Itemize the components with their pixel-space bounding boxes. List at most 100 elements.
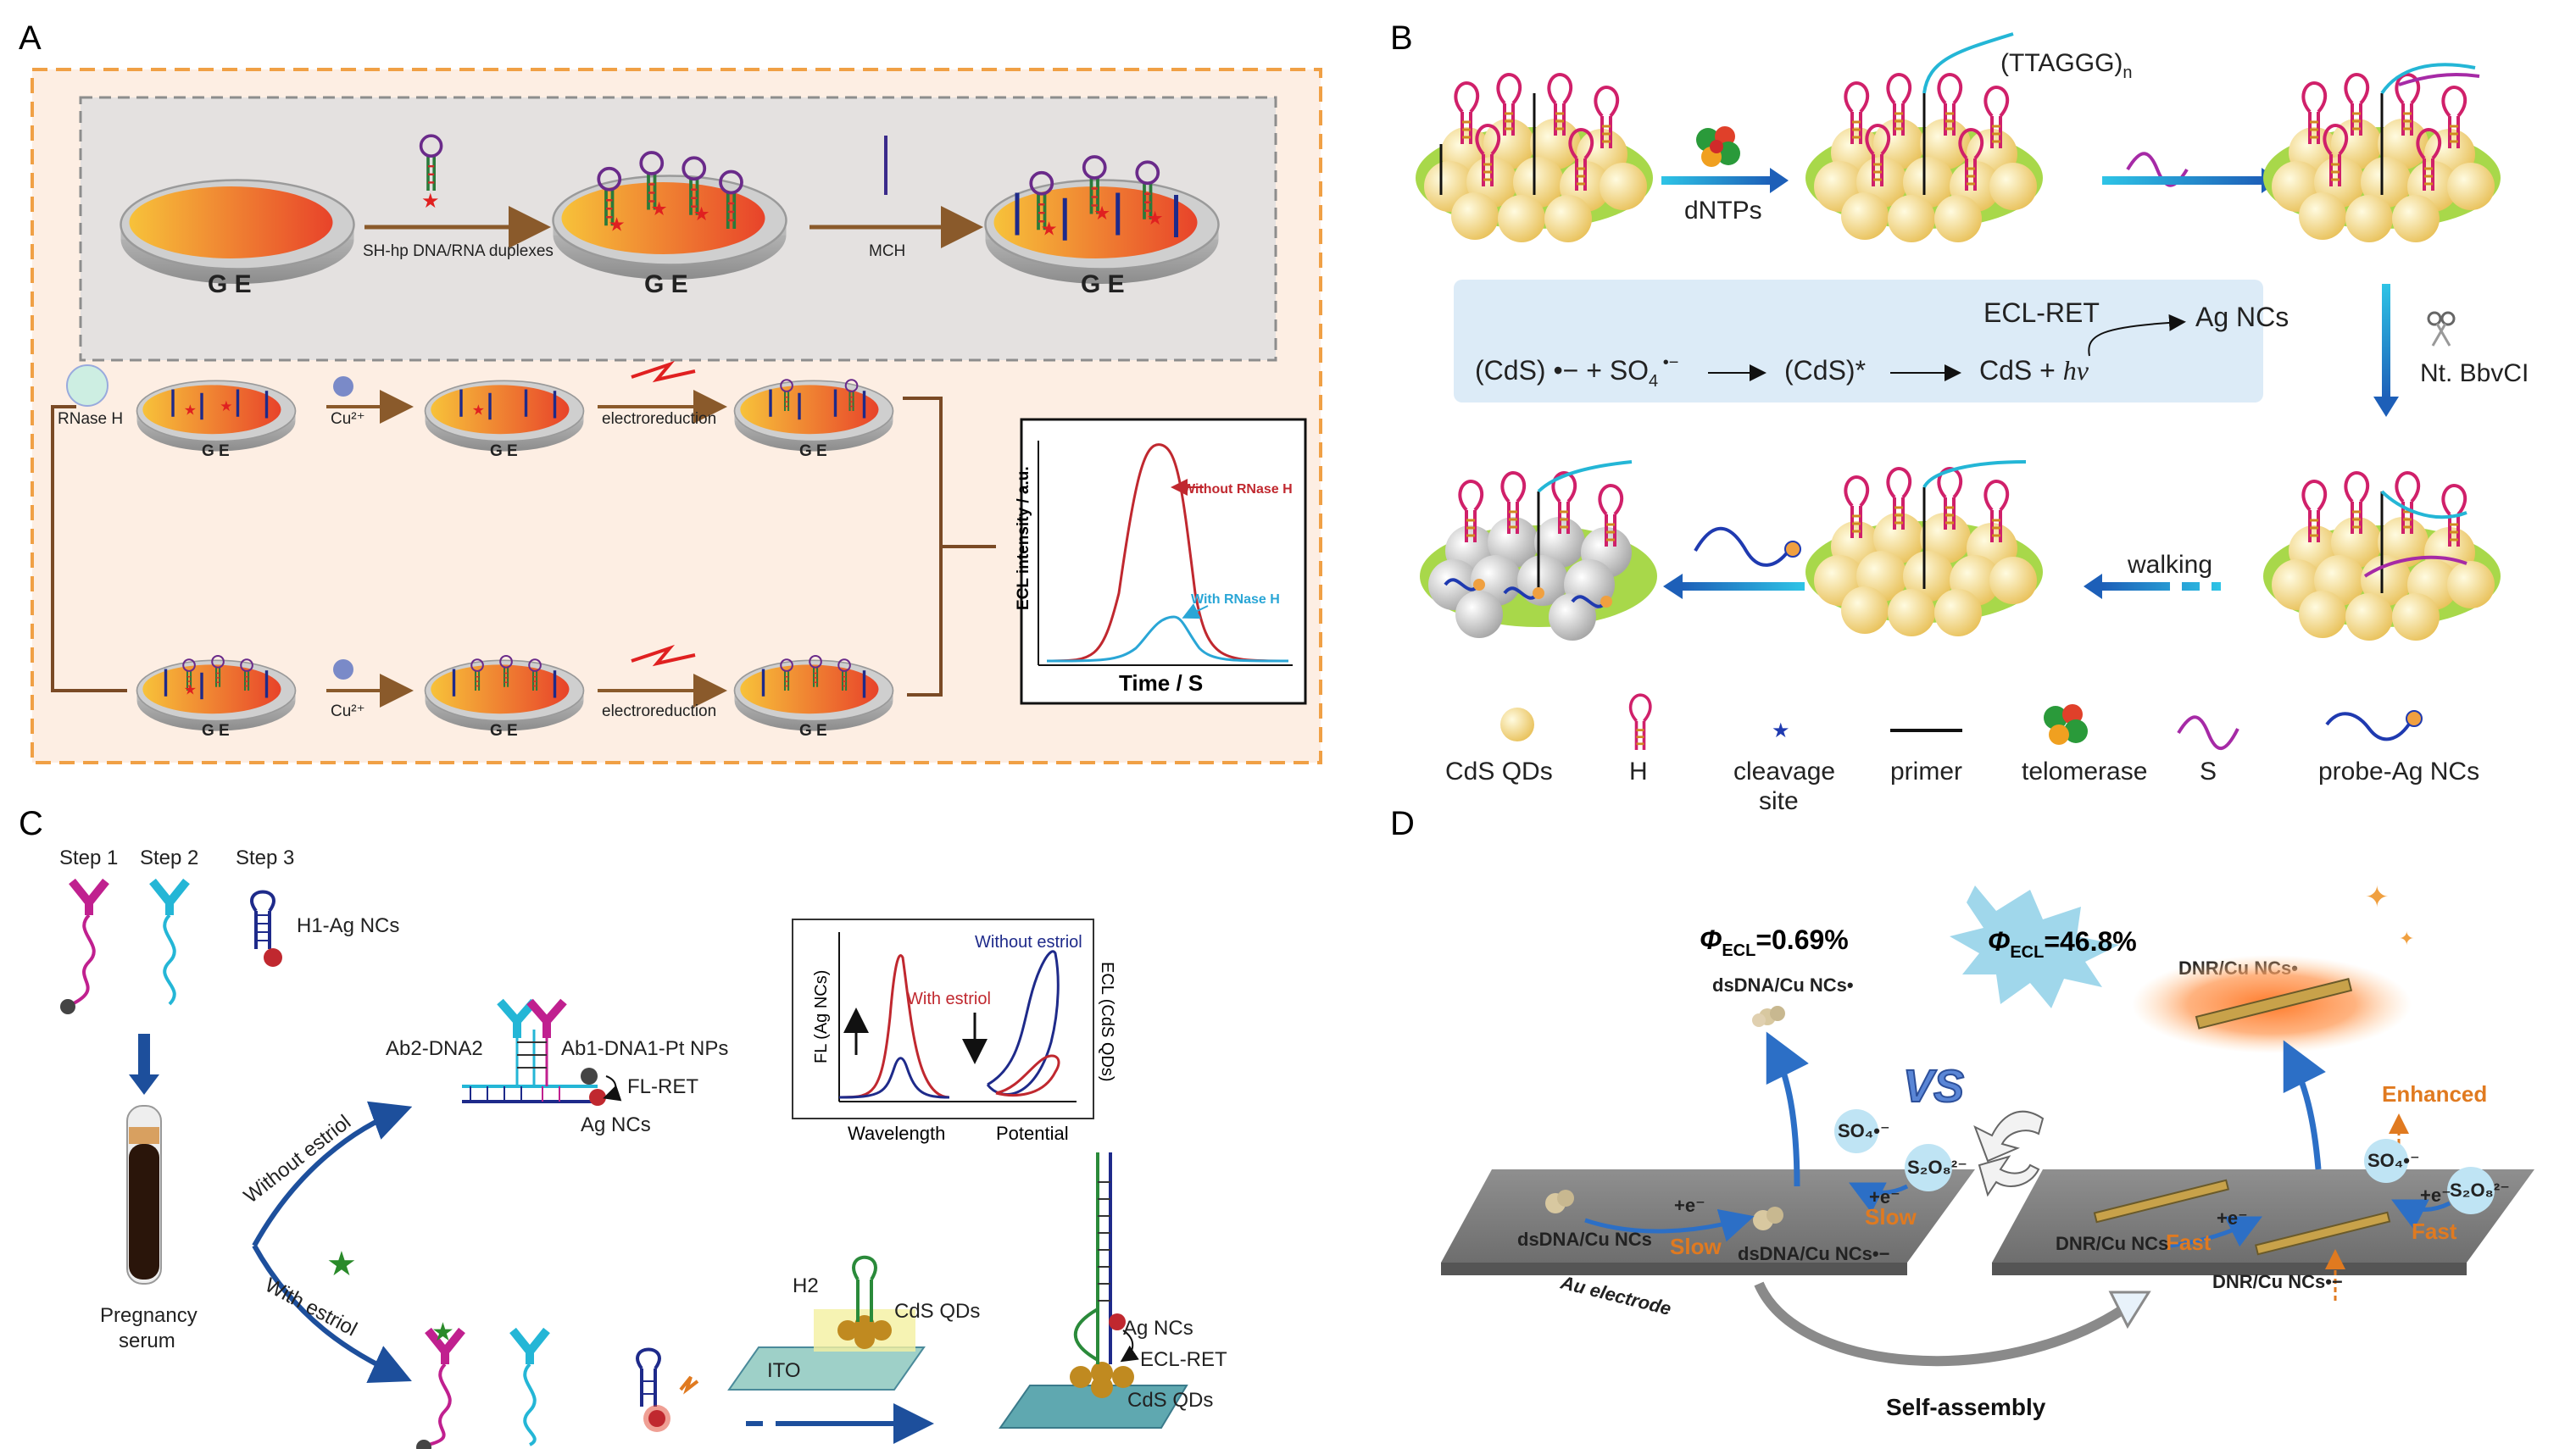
arrow-with — [1182, 603, 1209, 619]
arrow-d-fast-left — [2169, 1216, 2262, 1248]
sandwich-complex — [462, 998, 622, 1106]
electrode-mid-2: ★ — [424, 380, 585, 452]
ecl-chart-a: ECL intensity / a.u. Time / S Without RN… — [1015, 418, 1307, 705]
label-fast-left: Fast — [2166, 1230, 2212, 1255]
ecl-ylabel: ECL intensity / a.u. — [1015, 466, 1032, 610]
phi-right: ΦECL=46.8% — [1988, 926, 2137, 962]
arrow-b5-gap — [2200, 582, 2212, 591]
hp-duplex-icon: ★ — [419, 134, 443, 213]
label-self-assembly: Self-assembly — [1886, 1394, 2046, 1420]
arrow-b5-gap — [2170, 582, 2182, 591]
h1-icon — [250, 890, 282, 967]
svg-text:★: ★ — [184, 681, 197, 697]
arrow-b5-head — [2084, 574, 2102, 599]
label-electroreduction: electroreduction — [602, 702, 716, 720]
label-slow-left: Slow — [1670, 1234, 1722, 1259]
fl-with-estriol-line — [838, 954, 950, 1099]
svg-text:★: ★ — [421, 190, 440, 213]
arrow-b2 — [2102, 176, 2263, 185]
ecl-chart-frame — [1020, 418, 1307, 705]
ecl-with-estriol-line — [995, 1054, 1060, 1096]
series-without-rnase — [1046, 443, 1289, 663]
arrow-b1 — [1661, 176, 1772, 185]
electrode-mid-1: ★ ★ — [136, 380, 297, 452]
platform-4 — [2263, 471, 2501, 641]
equation-3: CdS + hν — [1979, 355, 2089, 386]
ito-plate — [727, 1346, 926, 1391]
label-electroreduction: electroreduction — [602, 410, 716, 428]
label-mch: MCH — [869, 242, 905, 260]
ecl-xlabel-c: Potential — [996, 1123, 1069, 1144]
arrow-d-fast-right — [2391, 1199, 2451, 1230]
label-duplex: SH-hp DNA/RNA duplexes — [363, 242, 554, 260]
label-walking: walking — [2127, 551, 2212, 579]
svg-text:★: ★ — [1093, 203, 1110, 224]
fl-xlabel: Wavelength — [848, 1123, 945, 1144]
label-dsdna-top: dsDNA/Cu NCs• — [1712, 974, 1854, 996]
fl-without-estriol-line — [838, 1057, 950, 1099]
label-dnr-cu-minus: DNR/Cu NCs•− — [2212, 1271, 2343, 1292]
arrow-d-slow-left — [1584, 1208, 1755, 1242]
label-ecl-ret: ECL-RET — [1983, 297, 2100, 328]
label-pregnancy-1: Pregnancy — [100, 1304, 198, 1327]
ecl-without-estriol-line — [986, 950, 1060, 1096]
arrow-b1-head — [1770, 168, 1789, 193]
serum-tube-icon — [126, 1105, 162, 1285]
s2o8-bubble-left — [1905, 1144, 1952, 1191]
scissors-icon — [2427, 311, 2456, 347]
label-e-left-2: +e⁻ — [1869, 1186, 1900, 1208]
label-with-estriol: With estriol — [261, 1274, 360, 1341]
ge-label: G E — [799, 722, 827, 740]
au-electrode-left-edge — [1441, 1263, 1907, 1275]
s2o8-bubble-right — [2447, 1167, 2495, 1214]
ge-label: G E — [490, 442, 518, 460]
label-telomere: (TTAGGG)n — [2000, 49, 2133, 82]
label-agncs2: Ag NCs — [1123, 1317, 1193, 1340]
ab2-free-icon — [509, 1327, 550, 1446]
electrode-mch: ★ ★ ★ — [984, 155, 1220, 286]
label-step2: Step 2 — [140, 847, 198, 869]
label-au: Au electrode — [1558, 1271, 1673, 1319]
electrode-bot-1: ★ — [136, 655, 297, 732]
platform-2 — [1805, 32, 2043, 242]
dsdna-cluster-top — [1752, 1006, 1785, 1027]
cu-icon — [333, 659, 353, 680]
label-e-left-1: +e⁻ — [1674, 1195, 1705, 1216]
arrow-b4 — [1682, 582, 1805, 591]
electrode-bot-3 — [733, 655, 894, 732]
panel-c-label: C — [19, 805, 43, 842]
label-so4-left: SO₄•⁻ — [1838, 1120, 1890, 1141]
label-ab2: Ab2-DNA2 — [386, 1037, 483, 1060]
label-h2: H2 — [793, 1274, 819, 1297]
arrow-ecl-ret — [2088, 314, 2186, 357]
self-assembly-arrow — [1754, 1281, 2127, 1367]
estriol-star-icon: ★ — [326, 1246, 357, 1283]
legend-s: S — [2200, 758, 2217, 786]
label-e-right-1: +e⁻ — [2217, 1208, 2248, 1229]
ab1-icon — [60, 878, 109, 1014]
bolt-icon — [631, 360, 696, 383]
rnase-icon — [66, 364, 108, 407]
ecl-equation-box — [1454, 280, 2263, 402]
fl-legend-without: Without estriol — [975, 933, 1082, 952]
legend-h: H — [1629, 758, 1648, 786]
label-ag-ncs: Ag NCs — [2195, 302, 2289, 332]
legend-cds-icon — [1500, 708, 1534, 741]
label-without-estriol: Without estriol — [240, 1111, 355, 1208]
label-agncs: Ag NCs — [581, 1113, 651, 1136]
panel-a-label: A — [19, 19, 42, 57]
label-step1: Step 1 — [59, 847, 118, 869]
probe-strand-icon — [1694, 526, 1790, 567]
arrow-d-up-right — [2283, 1040, 2326, 1170]
label-cu: Cu²⁺ — [331, 702, 365, 720]
panel-b-label: B — [1390, 19, 1413, 57]
dnr-rod-glow — [2195, 978, 2353, 1030]
ge-label: G E — [208, 270, 252, 298]
so4-bubble-left — [1834, 1109, 1878, 1153]
arrow-b5 — [2102, 582, 2221, 591]
label-vs: VS — [1903, 1061, 1964, 1112]
label-cu: Cu²⁺ — [331, 410, 365, 428]
dnr-rod-2 — [2254, 1211, 2391, 1256]
electrode-mid-3 — [733, 379, 894, 452]
